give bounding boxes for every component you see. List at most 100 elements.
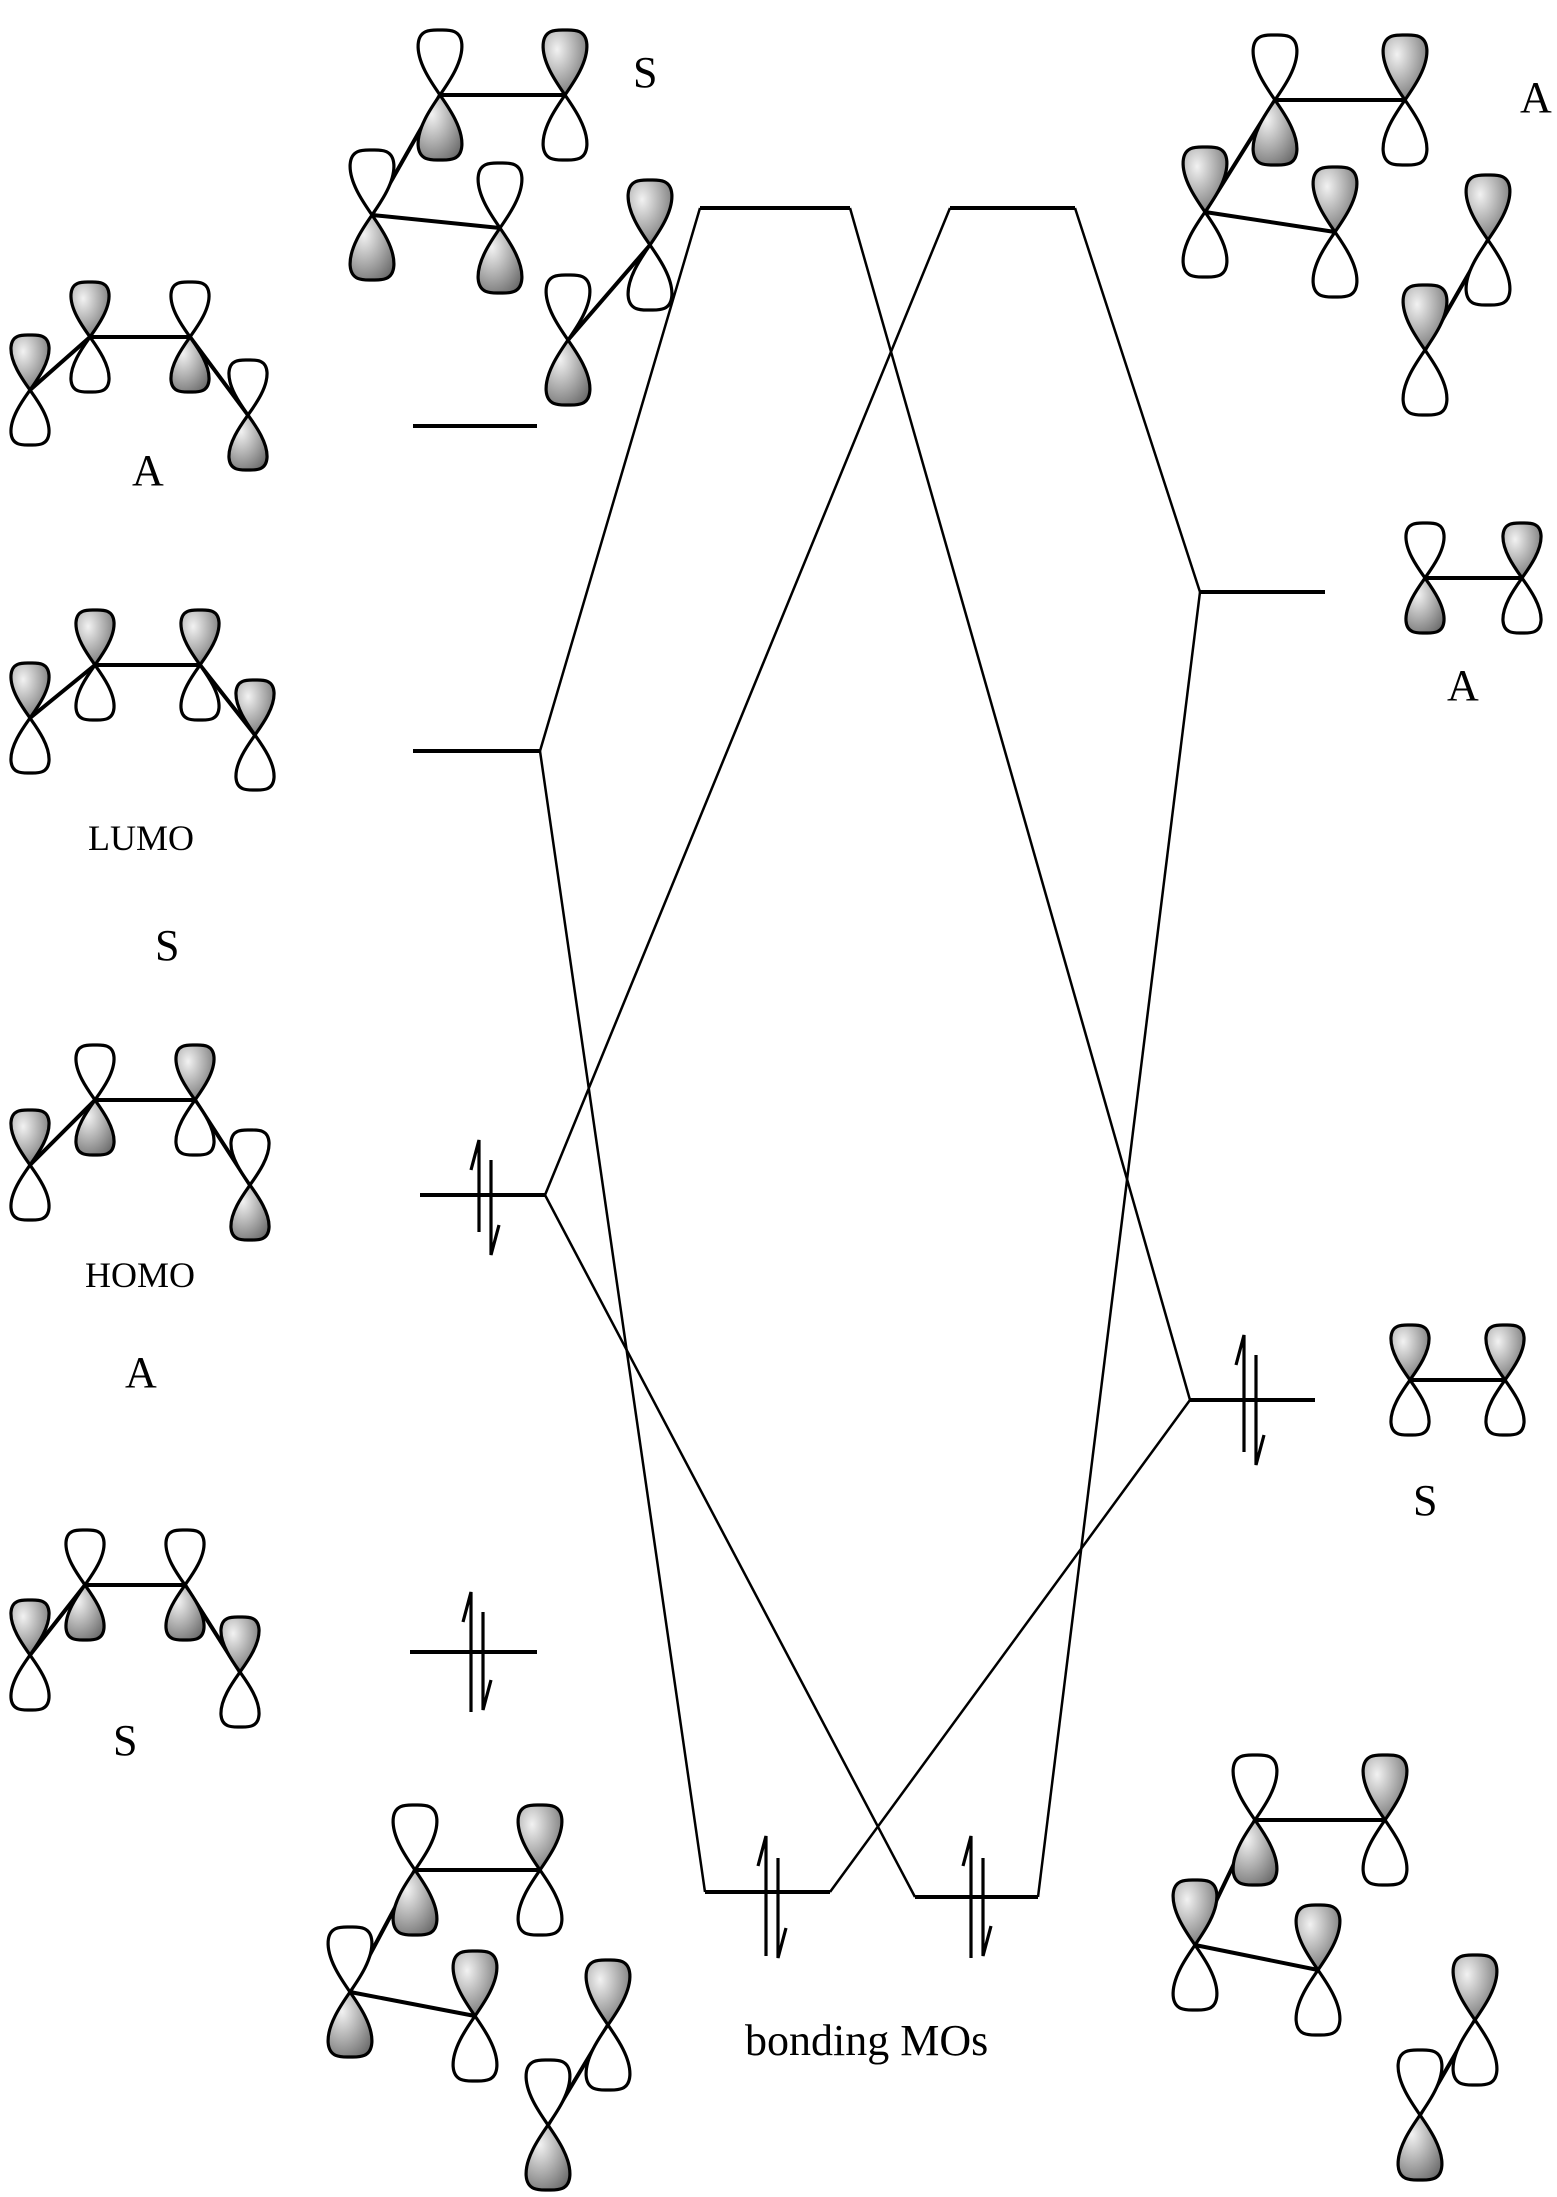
orbital-lobe-upper (9, 661, 51, 721)
orbital-lobe-upper (164, 1528, 206, 1588)
label-left-a-mid: A (125, 1348, 157, 1397)
orbital-lobe-upper (348, 148, 396, 218)
orbital-lobe-lower (544, 337, 592, 407)
label-right-a-mid: A (1447, 661, 1479, 710)
orbital-lobe-upper (74, 1043, 116, 1103)
orbital-lobe-lower (348, 212, 396, 282)
orbital-lobe-upper (1171, 1878, 1219, 1948)
orbital-lobe-lower (64, 1582, 106, 1642)
orbital-lobe-lower (74, 1097, 116, 1157)
orbital-lobe-upper (9, 1598, 51, 1658)
orbital-bottom-left (326, 1803, 632, 2192)
orbital-lobe-lower (9, 1652, 51, 1712)
p-orbital (541, 28, 589, 162)
orbital-lobe-lower (1294, 1967, 1342, 2037)
orbital-lobe-upper (1361, 1753, 1409, 1823)
p-orbital (64, 1528, 106, 1642)
p-orbital (74, 1043, 116, 1157)
p-orbital (1181, 145, 1229, 279)
text-labels: A LUMO S HOMO A S S A A S bonding MOs (85, 48, 1552, 2065)
orbital-lobe-lower (524, 2122, 572, 2192)
orbital-right-s (1389, 1323, 1526, 1437)
orbital-lobe-lower (1171, 1942, 1219, 2012)
orbital-lobe-upper (234, 678, 276, 738)
orbital-lobe-upper (1311, 165, 1359, 235)
electron-pairs (461, 1139, 1266, 1959)
p-orbital (1231, 1753, 1279, 1887)
electron-pair-bonding-left (756, 1835, 788, 1959)
orbital-lobe-upper (524, 2058, 572, 2128)
p-orbital (9, 333, 51, 447)
sigma-bond (349, 1990, 476, 2018)
orbital-lobe-upper (1396, 2048, 1444, 2118)
label-top-right-a: A (1520, 73, 1552, 122)
p-orbital (1389, 1323, 1431, 1437)
orbital-lobe-upper (9, 1108, 51, 1168)
orbital-lobe-lower (1501, 575, 1543, 635)
orbital-lobe-lower (229, 1182, 271, 1242)
orbital-lobe-lower (169, 334, 211, 394)
orbital-pictures (9, 28, 1543, 2192)
orbital-lobe-upper (541, 28, 589, 98)
orbital-left-s-bottom (9, 1528, 261, 1729)
p-orbital (1501, 521, 1543, 635)
orbital-lobe-upper (69, 280, 111, 340)
p-orbital (69, 280, 111, 394)
orbital-lobe-lower (1361, 1817, 1409, 1887)
electron-pair-left-low (461, 1591, 493, 1712)
orbital-lobe-upper (416, 28, 464, 98)
orbital-lobe-lower (1311, 229, 1359, 299)
orbital-lobe-lower (9, 387, 51, 447)
orbital-lobe-lower (626, 242, 674, 312)
correlation-line (543, 1194, 917, 1898)
orbital-lobe-upper (1501, 521, 1543, 581)
orbital-lobe-upper (391, 1803, 439, 1873)
p-orbital (9, 1108, 51, 1222)
orbital-lobe-upper (174, 1043, 216, 1103)
label-homo: HOMO (85, 1255, 195, 1295)
orbital-lobe-lower (584, 2022, 632, 2092)
electron-pair-bonding-right (961, 1835, 993, 1958)
orbital-lobe-lower (516, 1867, 564, 1937)
orbital-lobe-upper (1231, 1753, 1279, 1823)
orbital-lobe-lower (174, 1097, 216, 1157)
p-orbital (476, 161, 524, 295)
p-orbital (348, 148, 396, 282)
p-orbital (9, 1598, 51, 1712)
orbital-lobe-lower (541, 92, 589, 162)
p-orbital (1484, 1323, 1526, 1437)
sigma-bond (28, 335, 92, 392)
p-orbital (74, 608, 116, 722)
sigma-bond (371, 213, 501, 230)
p-orbital (229, 1128, 271, 1242)
p-orbital (179, 608, 221, 722)
correlation-line (1073, 207, 1202, 593)
orbital-lobe-lower (1404, 575, 1446, 635)
p-orbital (1171, 1878, 1219, 2012)
label-left-s-bottom: S (113, 1716, 137, 1765)
p-orbital (1361, 1753, 1409, 1887)
label-bonding-mos: bonding MOs (745, 2016, 988, 2065)
orbital-lobe-upper (451, 1949, 499, 2019)
orbital-lobe-upper (1401, 283, 1449, 353)
orbital-lobe-upper (64, 1528, 106, 1588)
orbital-lobe-upper (1181, 145, 1229, 215)
orbital-right-a (1404, 521, 1543, 635)
orbital-lobe-lower (9, 715, 51, 775)
orbital-lobe-upper (74, 608, 116, 668)
p-orbital (1396, 2048, 1444, 2182)
orbital-lobe-lower (416, 92, 464, 162)
orbital-lobe-lower (1401, 347, 1449, 417)
p-orbital (1451, 1953, 1499, 2087)
orbital-top-center (348, 28, 674, 407)
sigma-bond (566, 243, 652, 342)
p-orbital (1311, 165, 1359, 299)
p-orbital (1464, 173, 1512, 307)
p-orbital (1251, 33, 1299, 167)
p-orbital (1401, 283, 1449, 417)
p-orbital (416, 28, 464, 162)
label-top-center-s: S (633, 48, 657, 97)
sigma-bond (1194, 1943, 1319, 1972)
p-orbital (524, 2058, 572, 2192)
orbital-left-lumo (9, 608, 276, 792)
